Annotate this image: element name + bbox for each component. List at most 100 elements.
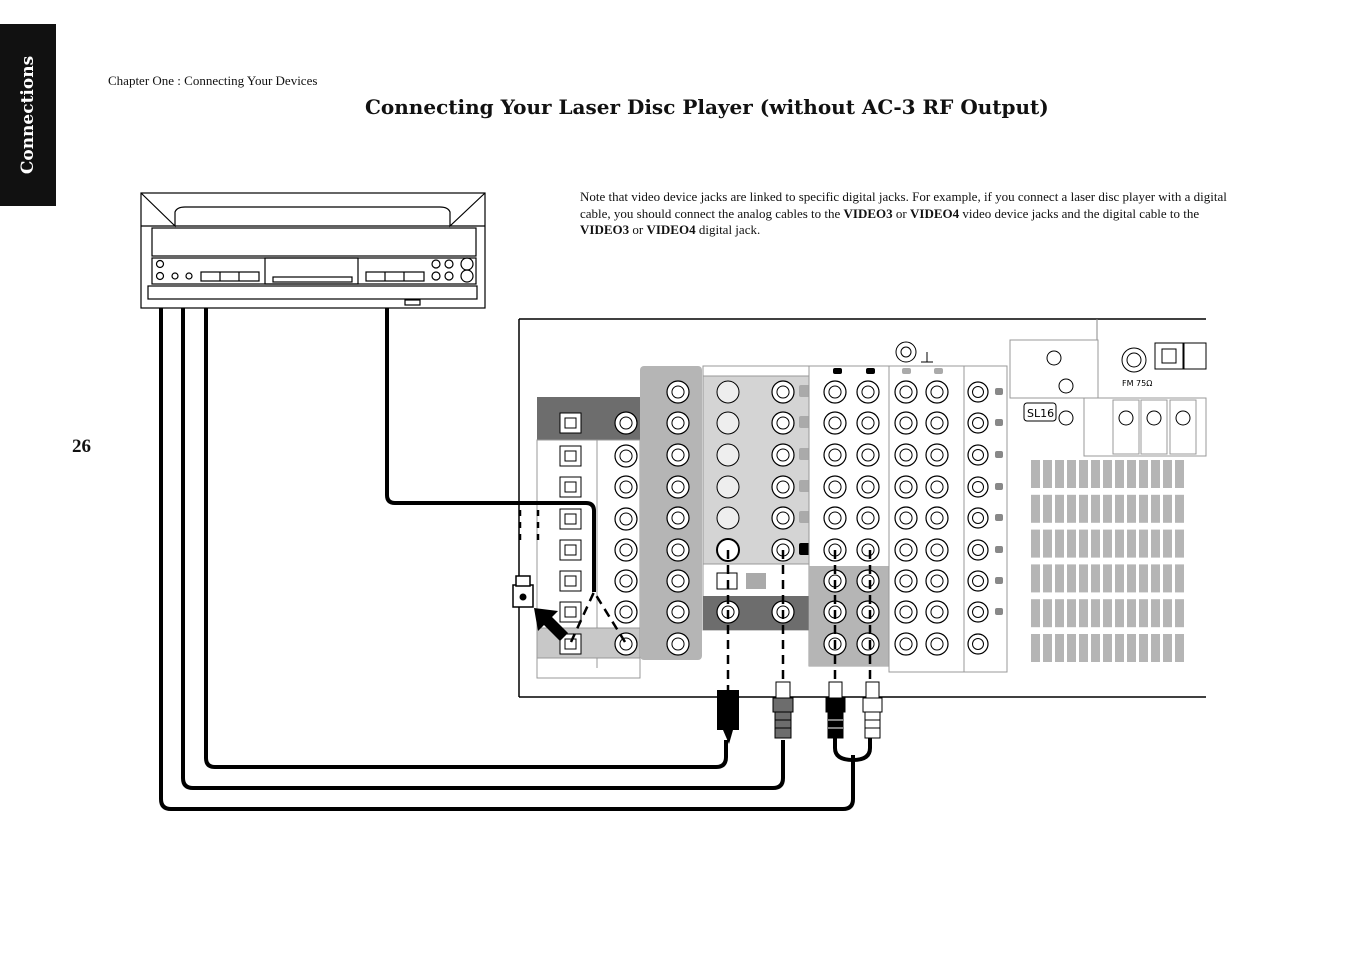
- audio-jack: [823, 411, 847, 435]
- video-jack: [666, 632, 690, 656]
- vent-slot: [1151, 460, 1160, 488]
- vent-slot: [1163, 529, 1172, 558]
- vent-slot: [1067, 564, 1076, 593]
- vent-slot: [1091, 529, 1100, 558]
- output-jack: [967, 507, 989, 529]
- speaker-terminal: [1112, 399, 1140, 455]
- analog-video-jacks: [666, 380, 690, 656]
- vent-slot: [1175, 599, 1184, 628]
- preout-jack: [925, 569, 949, 593]
- preout-jack: [925, 443, 949, 467]
- preout-jack-ring: [899, 637, 913, 651]
- jack-label-tab: [995, 419, 1003, 426]
- speaker-terminal-post: [1118, 410, 1134, 426]
- vent-slot: [1163, 494, 1172, 523]
- preout-jack-ring: [899, 448, 913, 462]
- output-jack: [967, 601, 989, 623]
- s-video-jack: [716, 475, 740, 499]
- output-jack: [967, 444, 989, 466]
- preout-jack: [925, 506, 949, 530]
- vent-slot: [1091, 599, 1100, 628]
- video-jack: [666, 506, 690, 530]
- vent-slot: [1031, 529, 1040, 558]
- preout-jack-ring: [930, 448, 944, 462]
- vent-slot: [1163, 460, 1172, 488]
- vent-slot: [1091, 564, 1100, 593]
- vent-slot: [1115, 599, 1124, 628]
- vent-slot: [1115, 634, 1124, 662]
- optical-jack: [559, 445, 582, 467]
- s-video-jack: [716, 506, 740, 530]
- video-jack: [666, 600, 690, 624]
- receiver-back-panel: SL16 FM 75Ω: [518, 318, 1207, 698]
- vent-slot: [1175, 564, 1184, 593]
- audio-jack: [823, 443, 847, 467]
- section-tab: Connections: [0, 24, 56, 206]
- video-jack-ring: [776, 448, 790, 462]
- vent-slot: [1055, 494, 1064, 523]
- coaxial-jack-ring: [619, 637, 633, 651]
- output-jack-ring: [972, 481, 984, 493]
- output-jack: [967, 412, 989, 434]
- optical-jack-port: [564, 544, 577, 556]
- jack-label-tab: [746, 573, 766, 589]
- video-jack: [666, 443, 690, 467]
- audio-jack-ring: [861, 480, 875, 494]
- preout-jack-ring: [930, 543, 944, 557]
- output-jack: [967, 381, 989, 403]
- speaker-terminal-post: [1146, 410, 1162, 426]
- preout-jack: [894, 600, 918, 624]
- coaxial-jack: [614, 632, 638, 656]
- audio-jack-ring: [861, 574, 875, 588]
- vent-slot: [1175, 634, 1184, 662]
- note-text: video device jacks and the digital cable…: [959, 205, 1200, 221]
- audio-plug-left: [825, 681, 846, 739]
- audio-jack: [856, 569, 880, 593]
- video-jack: [771, 443, 795, 467]
- coaxial-jack: [614, 600, 638, 624]
- page-number: 26: [72, 436, 91, 457]
- optical-jack: [559, 539, 582, 561]
- audio-jack-ring: [861, 543, 875, 557]
- vent-slot: [1175, 460, 1184, 488]
- vent-slot: [1043, 599, 1052, 628]
- jack-label-tab: [995, 608, 1003, 615]
- vent-slot: [1103, 599, 1112, 628]
- optical-jack-port: [564, 513, 577, 525]
- vent-slot: [1055, 564, 1064, 593]
- coaxial-jack-ring: [619, 543, 633, 557]
- audio-jack-ring: [861, 511, 875, 525]
- output-jack-ring: [972, 575, 984, 587]
- vent-slot: [1115, 494, 1124, 523]
- coaxial-jack-ring: [619, 449, 633, 463]
- vent-slot: [1103, 634, 1112, 662]
- preout-jack-ring: [899, 480, 913, 494]
- vent-slot: [1079, 494, 1088, 523]
- audio-jack-ring: [828, 637, 842, 651]
- vent-slot: [1139, 599, 1148, 628]
- page-title: Connecting Your Laser Disc Player (witho…: [365, 95, 1049, 119]
- vent-slot: [1139, 564, 1148, 593]
- preout-jack-ring: [899, 605, 913, 619]
- video-jack: [771, 380, 795, 404]
- coaxial-jack-ring: [619, 416, 633, 430]
- vent-slot: [1103, 460, 1112, 488]
- vent-slot: [1151, 599, 1160, 628]
- audio-jack-ring: [861, 448, 875, 462]
- audio-jack-ring: [861, 605, 875, 619]
- audio-jack: [823, 380, 847, 404]
- coaxial-jack-ring: [619, 480, 633, 494]
- vent-slot: [1031, 494, 1040, 523]
- vent-slot: [1031, 460, 1040, 488]
- chapter-heading: Chapter One : Connecting Your Devices: [108, 73, 318, 88]
- vent-slot: [1151, 634, 1160, 662]
- arrow-icon: [534, 608, 568, 641]
- preout-jack: [894, 380, 918, 404]
- video-jack-ring: [776, 416, 790, 430]
- optical-jack: [559, 601, 582, 623]
- optical-jack-port: [564, 450, 577, 462]
- vent-slot: [1127, 634, 1136, 662]
- vent-slot: [1115, 564, 1124, 593]
- output-jack: [967, 539, 989, 561]
- jack-label-tab: [995, 483, 1003, 490]
